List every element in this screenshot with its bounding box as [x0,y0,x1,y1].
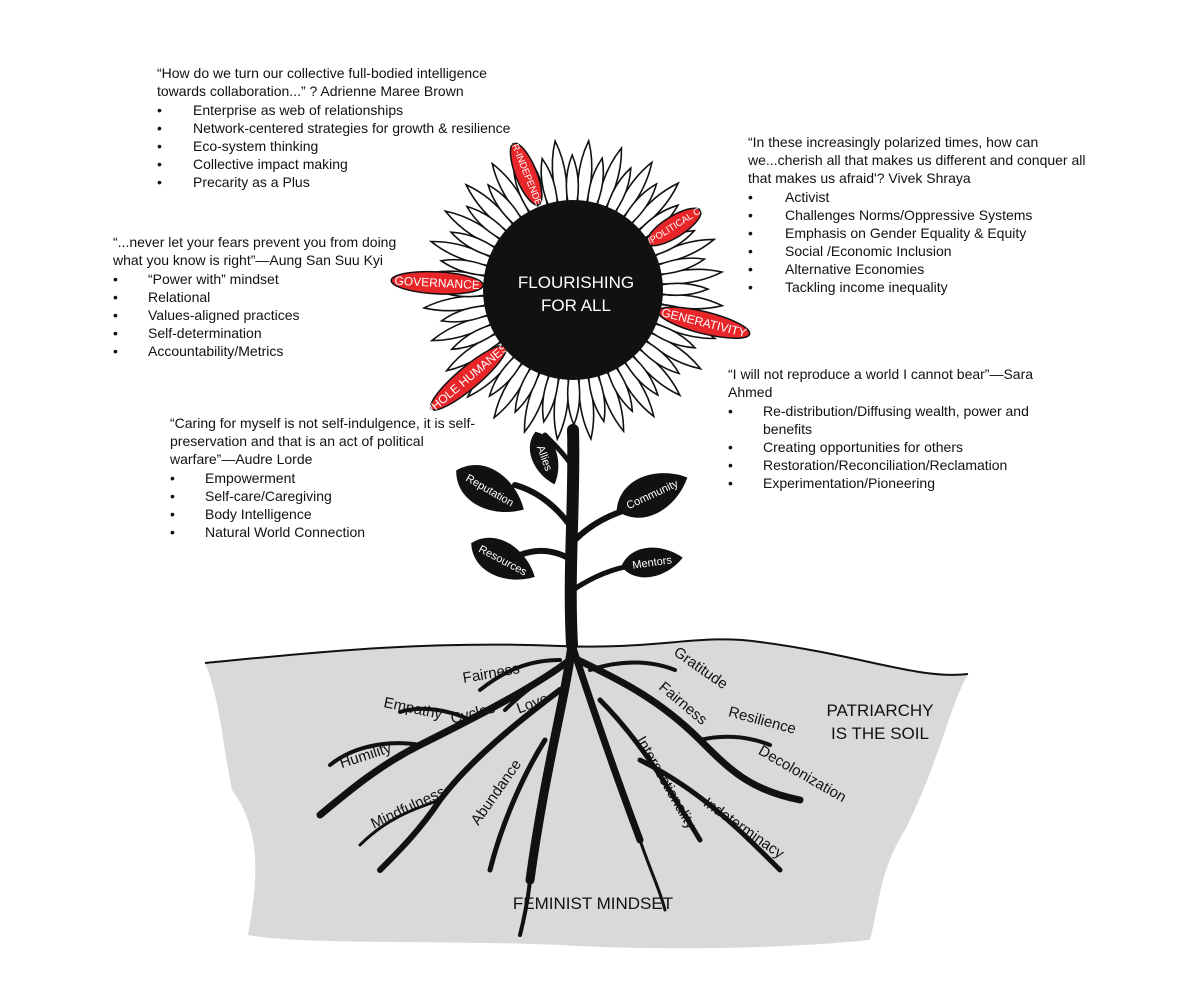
list-item: Social /Economic Inclusion [748,242,1098,260]
list-item: Empowerment [170,469,476,487]
leaf-label: Mentors [632,554,674,571]
bullet-list: “Power with” mindset Relational Values-a… [113,270,413,360]
quote-block-polarized: “In these increasingly polarized times, … [748,133,1098,296]
list-item: Relational [113,288,413,306]
base-label: FEMINIST MINDSET [513,894,673,913]
list-item: Creating opportunities for others [728,438,1058,456]
list-item: Accountability/Metrics [113,342,413,360]
list-item: Tackling income inequality [748,278,1098,296]
leaf: Community [616,473,688,518]
stem [564,424,580,651]
ground-line [204,638,969,676]
branch-allies [542,432,578,473]
soil-label-line2: IS THE SOIL [831,724,929,743]
list-item: Precarity as a Plus [157,173,537,191]
leaf: Resources [471,537,535,580]
quote-block-reproduce: “I will not reproduce a world I cannot b… [728,365,1058,492]
quote-block-collaboration: “How do we turn our collective full-bodi… [157,64,537,191]
branch-reputation [512,482,576,533]
list-item: Network-centered strategies for growth &… [157,119,537,137]
list-item: Collective impact making [157,155,537,173]
list-item: Enterprise as web of relationships [157,101,537,119]
leaf: Allies [529,431,559,485]
roots [316,640,804,937]
bullet-list: Empowerment Self-care/Caregiving Body In… [170,469,476,541]
list-item: Emphasis on Gender Equality & Equity [748,224,1098,242]
list-item: Alternative Economies [748,260,1098,278]
petals [421,138,725,442]
branch-resources [517,547,575,563]
list-item: Values-aligned practices [113,306,413,324]
list-item: Re-distribution/Diffusing wealth, power … [728,402,1058,438]
leaf: Mentors [621,547,683,578]
list-item: Experimentation/Pioneering [728,474,1058,492]
quote-text: “How do we turn our collective full-bodi… [157,65,487,99]
soil-label-line1: PATRIARCHY [826,701,933,720]
list-item: Self-determination [113,324,413,342]
quote-text: “...never let your fears prevent you fro… [113,234,397,268]
list-item: Eco-system thinking [157,137,537,155]
center-line2: FOR ALL [541,296,611,315]
list-item: Natural World Connection [170,523,476,541]
quote-text: “In these increasingly polarized times, … [748,134,1086,186]
list-item: Challenges Norms/Oppressive Systems [748,206,1098,224]
bullet-list: Re-distribution/Diffusing wealth, power … [728,402,1058,492]
list-item: “Power with” mindset [113,270,413,288]
list-item: Restoration/Reconciliation/Reclamation [728,456,1058,474]
list-item: Activist [748,188,1098,206]
quote-block-fears: “...never let your fears prevent you fro… [113,233,413,360]
flower-center [483,200,663,380]
quote-text: “Caring for myself is not self-indulgenc… [170,415,475,467]
center-line1: FLOURISHING [518,273,634,292]
bullet-list: Enterprise as web of relationships Netwo… [157,101,537,191]
list-item: Body Intelligence [170,505,476,523]
red-petal-label: GOVERNANCE [394,274,480,292]
quote-text: “I will not reproduce a world I cannot b… [728,366,1034,400]
quote-block-self-care: “Caring for myself is not self-indulgenc… [170,414,476,541]
list-item: Self-care/Caregiving [170,487,476,505]
bullet-list: Activist Challenges Norms/Oppressive Sys… [748,188,1098,296]
